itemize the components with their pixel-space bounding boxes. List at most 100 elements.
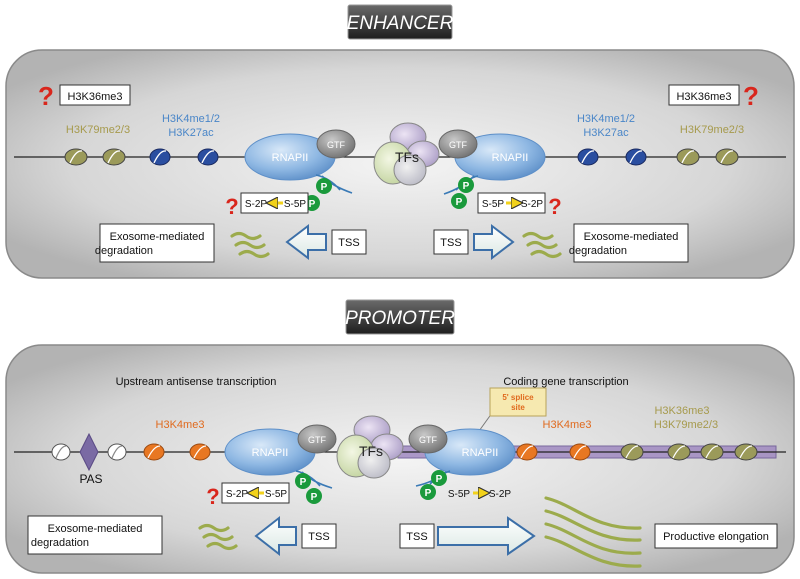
promoter-left-rnapii-label: RNAPII bbox=[252, 447, 289, 459]
enhancer-right-gtf bbox=[438, 129, 478, 159]
promoter-h3k36-label: H3K36me3 bbox=[654, 405, 709, 417]
enhancer-left-gtf bbox=[316, 129, 356, 159]
nucleosome-orange bbox=[516, 443, 538, 461]
svg-text:degradation: degradation bbox=[95, 245, 153, 257]
promoter-right-phospho-bottom: P bbox=[420, 484, 436, 500]
nucleosome-olive bbox=[102, 148, 126, 166]
nucleosome-olive bbox=[700, 443, 724, 461]
promoter-left-nucleosomes bbox=[51, 443, 211, 461]
pas-diamond-icon bbox=[79, 432, 99, 472]
svg-text:S-5P: S-5P bbox=[265, 489, 288, 500]
promoter-left-phospho-question: ? bbox=[206, 484, 219, 509]
enhancer-right-tss-arrow-icon bbox=[473, 223, 515, 261]
svg-text:S-5P: S-5P bbox=[482, 199, 505, 210]
enhancer-left-rnapii-label: RNAPII bbox=[272, 152, 309, 164]
promoter-left-rna-fragments bbox=[198, 523, 238, 551]
svg-text:degradation: degradation bbox=[569, 245, 627, 257]
promoter-right-ctd-label: S-5P S-2P bbox=[448, 489, 512, 500]
promoter-panel bbox=[5, 344, 795, 574]
enhancer-left-h3k27ac-label: H3K27ac bbox=[168, 127, 214, 139]
svg-text:TSS: TSS bbox=[406, 531, 427, 543]
promoter-left-gtf-label: GTF bbox=[308, 435, 326, 445]
promoter-splice-callout: 5' splice site bbox=[473, 387, 547, 439]
enhancer-left-ctd-box: S-2P S-5P bbox=[240, 192, 309, 214]
nucleosome-blue bbox=[625, 148, 647, 166]
enhancer-right-h3k27ac-label: H3K27ac bbox=[583, 127, 629, 139]
svg-text:P: P bbox=[311, 492, 318, 503]
enhancer-right-ctd-box: S-5P S-2P bbox=[477, 192, 546, 214]
promoter-right-long-arrow-icon bbox=[437, 516, 536, 556]
enhancer-right-h3k79-label: H3K79me2/3 bbox=[680, 124, 744, 136]
nucleosome-orange bbox=[189, 443, 211, 461]
promoter-right-tss-box: TSS bbox=[399, 523, 435, 549]
enhancer-right-phospho-question: ? bbox=[548, 194, 561, 219]
svg-text:S-2P: S-2P bbox=[245, 199, 268, 210]
nucleosome-olive bbox=[64, 148, 88, 166]
promoter-right-rnapii-label: RNAPII bbox=[462, 447, 499, 459]
svg-text:P: P bbox=[425, 488, 432, 499]
enhancer-left-h3k36-box: H3K36me3 bbox=[59, 84, 131, 106]
enhancer-right-rnapii-label: RNAPII bbox=[492, 152, 529, 164]
enhancer-left-phospho-top: P bbox=[316, 178, 332, 194]
promoter-right-gtf bbox=[408, 424, 448, 454]
enhancer-right-phospho-bottom: P bbox=[451, 193, 467, 209]
enhancer-tfs-cluster: TFs bbox=[373, 122, 440, 186]
svg-text:Exosome-mediated: Exosome-mediated bbox=[110, 231, 205, 243]
enhancer-left-phospho-question: ? bbox=[225, 194, 238, 219]
svg-text:P: P bbox=[463, 181, 470, 192]
promoter-title: PROMOTER bbox=[345, 299, 455, 335]
nucleosome-olive bbox=[734, 443, 758, 461]
enhancer-left-nucleosomes bbox=[64, 148, 219, 166]
nucleosome-orange bbox=[569, 443, 591, 461]
nucleosome-olive bbox=[667, 443, 691, 461]
promoter-tfs-cluster: TFs bbox=[336, 415, 404, 479]
enhancer-title: ENHANCER bbox=[347, 4, 454, 40]
promoter-upstream-label: Upstream antisense transcription bbox=[116, 376, 277, 388]
promoter-left-tss-arrow-icon bbox=[254, 515, 297, 557]
enhancer-left-rna-fragments bbox=[230, 231, 270, 259]
svg-text:Exosome-mediated: Exosome-mediated bbox=[48, 523, 143, 535]
promoter-h3k79-label: H3K79me2/3 bbox=[654, 419, 718, 431]
enhancer-right-tss-box: TSS bbox=[433, 229, 469, 255]
enhancer-left-exosome-box: Exosome-mediated degradation bbox=[95, 223, 215, 263]
svg-text:Productive elongation: Productive elongation bbox=[663, 531, 769, 543]
enhancer-left-question-mark: ? bbox=[38, 81, 54, 111]
svg-text:P: P bbox=[456, 197, 463, 208]
promoter-coding-label: Coding gene transcription bbox=[503, 376, 628, 388]
nucleosome-blue bbox=[197, 148, 219, 166]
svg-text:S-2P: S-2P bbox=[521, 199, 544, 210]
promoter-right-gtf-label: GTF bbox=[419, 435, 437, 445]
nucleosome-olive bbox=[715, 148, 739, 166]
enhancer-right-h3k36-label: H3K36me3 bbox=[676, 91, 731, 103]
nucleosome-white bbox=[107, 443, 127, 461]
enhancer-right-exosome-box: Exosome-mediated degradation bbox=[569, 223, 689, 263]
svg-text:P: P bbox=[300, 477, 307, 488]
enhancer-left-tss-arrow-icon bbox=[285, 223, 327, 261]
svg-text:S-5P: S-5P bbox=[284, 199, 307, 210]
svg-text:P: P bbox=[436, 474, 443, 485]
enhancer-right-nucleosomes bbox=[577, 148, 739, 166]
enhancer-right-h3k36-box: H3K36me3 bbox=[668, 84, 740, 106]
svg-text:S-5P: S-5P bbox=[448, 489, 471, 500]
nucleosome-olive bbox=[676, 148, 700, 166]
promoter-elongation-box: Productive elongation bbox=[654, 523, 778, 549]
svg-text:5' splice: 5' splice bbox=[502, 393, 534, 402]
svg-text:Exosome-mediated: Exosome-mediated bbox=[584, 231, 679, 243]
promoter-left-tss-box: TSS bbox=[301, 523, 337, 549]
svg-text:TSS: TSS bbox=[308, 531, 329, 543]
nucleosome-orange bbox=[143, 443, 165, 461]
nucleosome-white bbox=[51, 443, 71, 461]
promoter-elongation-rna bbox=[544, 496, 642, 568]
enhancer-left-tss-box: TSS bbox=[331, 229, 367, 255]
pas-label: PAS bbox=[79, 472, 102, 486]
promoter-title-text: PROMOTER bbox=[345, 308, 455, 329]
promoter-exosome-box: Exosome-mediated degradation bbox=[27, 515, 163, 555]
enhancer-right-h3k4me-label: H3K4me1/2 bbox=[577, 113, 635, 125]
enhancer-right-phospho-top: P bbox=[458, 177, 474, 193]
promoter-left-gtf bbox=[297, 424, 337, 454]
enhancer-right-rna-fragments bbox=[522, 231, 562, 259]
svg-text:S-2P: S-2P bbox=[489, 489, 512, 500]
enhancer-left-h3k79-label: H3K79me2/3 bbox=[66, 124, 130, 136]
promoter-tfs-label: TFs bbox=[359, 443, 383, 459]
